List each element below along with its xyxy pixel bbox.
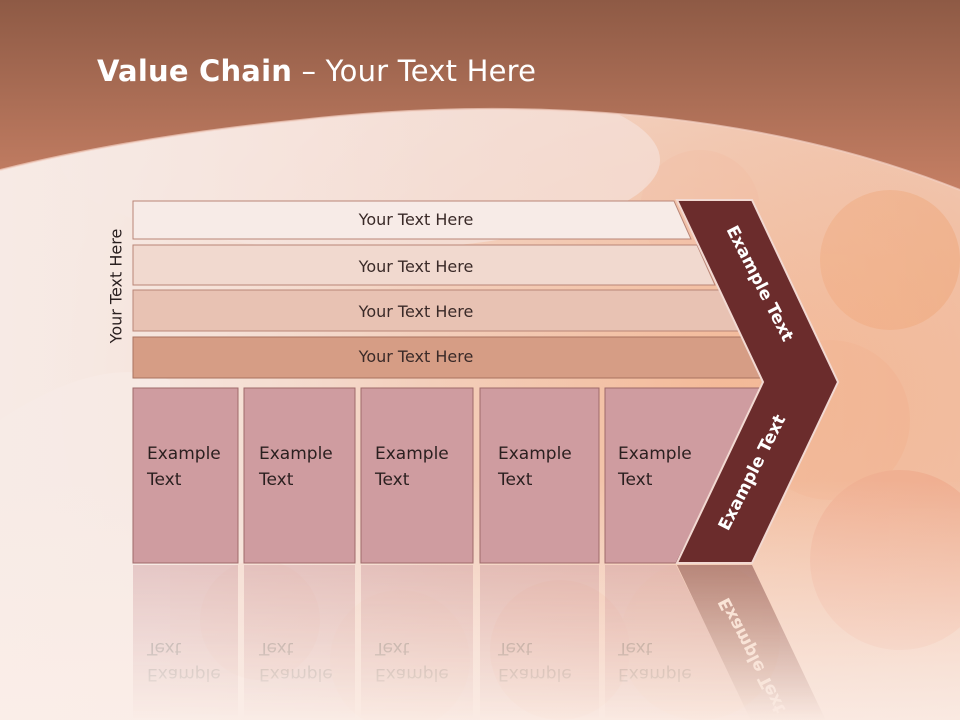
reflection-column-2-line2: Text bbox=[258, 638, 294, 658]
column-5-line2: Text bbox=[617, 470, 653, 490]
column-3-line1: Example bbox=[375, 444, 449, 464]
support-row-4-label: Your Text Here bbox=[358, 347, 474, 366]
column-1-line1: Example bbox=[147, 444, 221, 464]
reflection-column-4-line1: Example bbox=[498, 664, 572, 684]
support-row-1[interactable] bbox=[132, 200, 692, 240]
support-row-2-label: Your Text Here bbox=[358, 257, 474, 276]
reflection-column-4-line2: Text bbox=[497, 638, 533, 658]
slide-title: Value Chain – Your Text Here bbox=[97, 54, 536, 88]
column-3-line2: Text bbox=[374, 470, 410, 490]
reflection-column-2-line1: Example bbox=[259, 664, 333, 684]
primary-activity-columns bbox=[132, 387, 764, 564]
reflection-column-5-line1: Example bbox=[618, 664, 692, 684]
column-4-line2: Text bbox=[497, 470, 533, 490]
reflection-column-3-line2: Text bbox=[374, 638, 410, 658]
column-2-line1: Example bbox=[259, 444, 333, 464]
reflection-column-1-line1: Example bbox=[147, 664, 221, 684]
column-5-line1: Example bbox=[618, 444, 692, 464]
reflection-column-3-line1: Example bbox=[375, 664, 449, 684]
support-row-3-label: Your Text Here bbox=[358, 302, 474, 321]
column-4-line1: Example bbox=[498, 444, 572, 464]
primary-column-1[interactable] bbox=[132, 387, 239, 564]
title-bold: Value Chain bbox=[97, 54, 293, 88]
support-row-1-label: Your Text Here bbox=[358, 210, 474, 229]
primary-column-4[interactable] bbox=[479, 387, 600, 564]
primary-column-3[interactable] bbox=[360, 387, 474, 564]
primary-column-2[interactable] bbox=[243, 387, 356, 564]
diagram-reflection: Example Text Example Text Example Text E… bbox=[133, 565, 826, 720]
column-2-line2: Text bbox=[258, 470, 294, 490]
margin-chevron[interactable] bbox=[675, 199, 840, 564]
support-row-2[interactable] bbox=[132, 244, 716, 286]
column-1-line2: Text bbox=[146, 470, 182, 490]
reflection-column-1-line2: Text bbox=[146, 638, 182, 658]
reflection-column-5-line2: Text bbox=[617, 638, 653, 658]
title-rest: – Your Text Here bbox=[292, 54, 537, 88]
